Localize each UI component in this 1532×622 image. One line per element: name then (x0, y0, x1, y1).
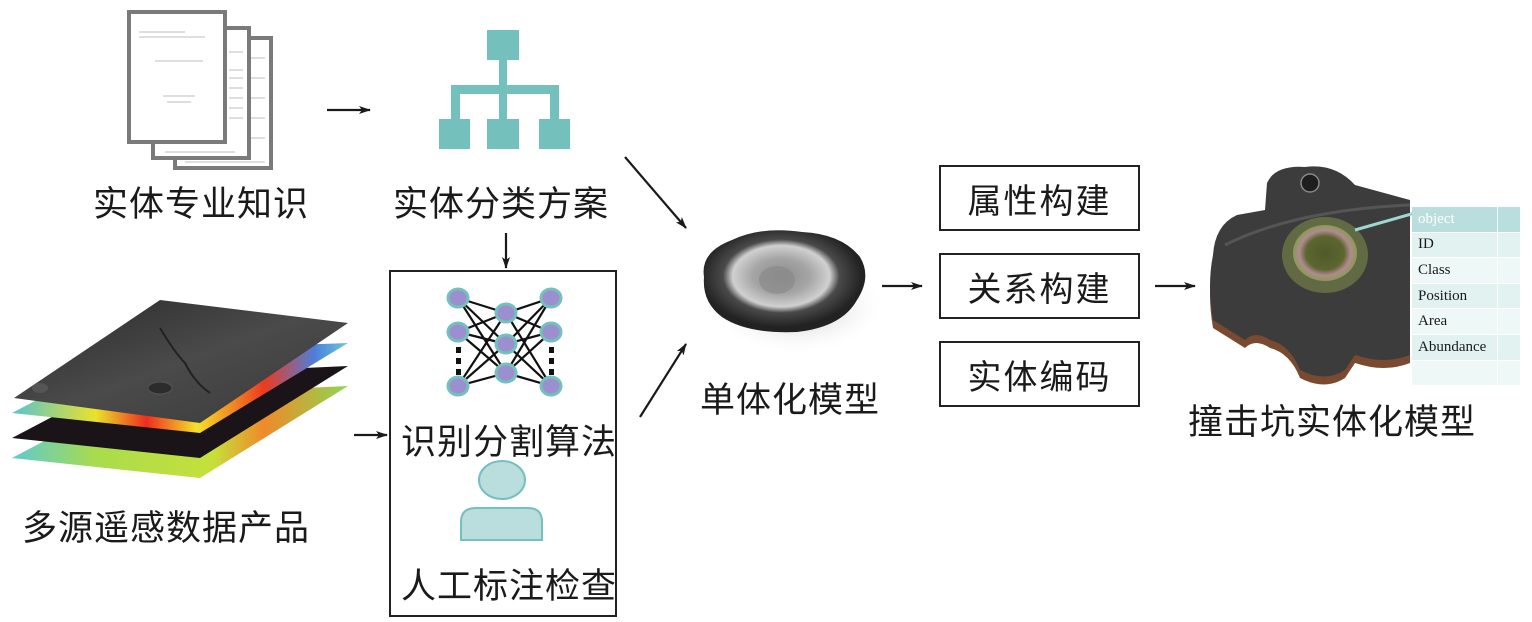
attribute-row: Class (1412, 257, 1520, 284)
arrow-recognition-to-model (639, 343, 687, 418)
crater-icon (703, 230, 887, 355)
attribute-cell: Area (1412, 308, 1498, 335)
attribute-cell: Class (1412, 257, 1498, 284)
attribute-header-cell: object (1412, 207, 1498, 233)
attribute-row: Abundance (1412, 334, 1520, 361)
neural-network-icon (446, 287, 563, 397)
attribute-row: Position (1412, 283, 1520, 310)
single-model-label: 单体化模型 (700, 381, 881, 421)
attribute-cell: ID (1412, 232, 1498, 259)
domain-knowledge-label: 实体专业知识 (93, 185, 310, 225)
layered-maps-icon (12, 300, 348, 478)
attribute-row: Area (1412, 308, 1520, 335)
step-attribute-construction: 属性构建 (939, 165, 1140, 231)
attribute-cell: Abundance (1412, 334, 1498, 361)
entity-model-label: 撞击坑实体化模型 (1188, 403, 1477, 443)
arrow-scheme-to-model (624, 156, 687, 229)
manual-check-label: 人工标注检查 (401, 567, 618, 607)
person-icon (460, 460, 543, 541)
remote-sensing-label: 多源遥感数据产品 (22, 509, 311, 549)
map-layer-1 (14, 300, 348, 423)
attribute-table-header: object (1412, 207, 1520, 233)
recognition-panel (389, 270, 617, 617)
hierarchy-icon (439, 30, 570, 149)
attribute-cell (1412, 360, 1498, 387)
step-entity-encoding: 实体编码 (939, 341, 1140, 407)
attribute-table: object ID Class Position Area Abundance (1412, 207, 1520, 387)
attribute-row: ID (1412, 232, 1520, 259)
documents-icon (127, 10, 273, 170)
crater-terrain-icon (1210, 166, 1416, 385)
attribute-row (1412, 360, 1520, 387)
attribute-cell: Position (1412, 283, 1498, 310)
recognition-label: 识别分割算法 (401, 423, 618, 463)
classification-scheme-label: 实体分类方案 (393, 185, 610, 225)
step-relation-construction: 关系构建 (939, 253, 1140, 319)
